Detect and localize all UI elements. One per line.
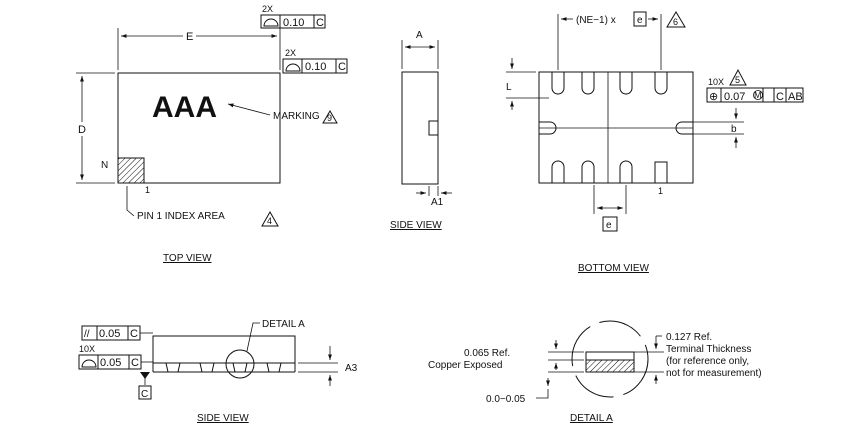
side-view-b-terminals [165,362,282,373]
fcf-profile-value: 0.05 [100,357,121,369]
bottom-fcf-modifier-circle [753,90,763,100]
top-view-marking-text: AAA [152,91,217,124]
terminal-note-line2: not for measurement) [666,368,762,379]
top-view-title: TOP VIEW [163,253,212,264]
dim-d-label: D [78,124,86,136]
dim-n-label: N [101,160,108,171]
fcf-profile-count: 10X [79,344,95,354]
copper-label: Copper Exposed [428,360,503,371]
side-view-b: DETAIL A A3 // 0.05 C 10X 0.05 C [78,319,358,424]
bottom-fcf-frame [706,87,804,103]
bottom-view-pitch-label: (NE−1) x [576,15,616,26]
dim-a-label: A [416,30,423,41]
detail-a-title: DETAIL A [570,413,613,424]
detail-a-circle [571,320,649,398]
pin1-note-triangle [261,210,279,227]
fcf-right-frame [282,58,348,74]
fcf-profile-frame [78,354,142,370]
bottom-view-pin-one: 1 [658,186,663,196]
marking-label: MARKING [273,111,320,122]
side-view-b-title: SIDE VIEW [197,413,249,424]
dim-a3-label: A3 [345,363,358,374]
side-view-b-body [152,335,296,364]
dim-b-label: b [731,124,737,135]
detail-a-leader [246,322,260,352]
range-label: 0.0−0.05 [486,394,526,405]
copper-value: 0.065 Ref. [464,348,510,359]
bottom-view-pitch-box-text: e [637,15,643,26]
bottom-view-body-outline [538,71,694,184]
dim-e-box [602,216,618,232]
bottom-view-bottom-pads [551,160,668,184]
fcf-right-datum: C [338,61,346,73]
bottom-fcf-count: 10X [708,77,724,87]
pitch-note-triangle [666,11,686,28]
pin1-index-area [117,157,145,184]
top-view-body-outline [117,72,281,184]
pin1-index-label: PIN 1 INDEX AREA [137,211,225,222]
bottom-fcf-note-triangle [729,68,747,86]
top-view: AAA MARKING 9 E D N 1 PIN 1 INDEX AREA 4… [76,4,348,264]
bottom-fcf-symbol: ⊕ [709,91,718,103]
fcf-parallel-value: 0.05 [99,328,120,340]
bottom-view-top-pads [551,72,668,95]
fcf-right-value: 0.10 [305,61,326,73]
datum-c-triangle [140,372,150,379]
fcf-top-datum: C [316,17,324,29]
side-view-a-body [401,71,439,185]
terminal-note-line1: (for reference only, [666,356,749,367]
fcf-profile-datum: C [131,357,139,369]
terminal-label: Terminal Thickness [666,344,751,355]
detail-a-copper [585,359,635,373]
pin1-note-number: 4 [267,216,272,226]
bottom-fcf-datum1: C [776,91,784,103]
top-view-pin-one: 1 [145,185,150,195]
bottom-view-title: BOTTOM VIEW [578,263,649,274]
marking-leader [227,103,271,116]
side-view-a: A A1 SIDE VIEW [390,30,452,231]
fcf-top-count: 2X [262,4,273,14]
bottom-view-side-pads [539,121,693,135]
side-view-a-title: SIDE VIEW [390,220,442,231]
marking-note-triangle [322,110,338,124]
detail-a: 0.127 Ref. Terminal Thickness (for refer… [428,320,762,424]
detail-a-callout-label: DETAIL A [262,319,305,330]
fcf-parallel-datum: C [130,328,138,340]
dim-l-label: L [506,82,512,93]
dim-e-label: E [186,31,193,43]
dim-e-box-text: e [606,220,612,231]
bottom-fcf-note-number: 5 [735,75,740,85]
bottom-view: 1 (NE−1) x e 6 L b e 10X 5 [506,11,804,274]
fcf-top-frame [260,14,326,29]
datum-c-label: C [141,389,148,400]
fcf-right-count: 2X [285,48,296,58]
fcf-parallel-symbol: // [84,329,90,340]
fcf-parallel-frame [81,325,141,341]
detail-a-callout-circle [225,349,255,379]
marking-note-number: 9 [327,113,332,123]
datum-c-box [138,385,152,400]
bottom-view-pitch-box [633,11,647,27]
detail-a-terminal [585,351,635,361]
bottom-fcf-value: 0.07 [724,91,745,103]
terminal-value: 0.127 Ref. [666,332,712,343]
fcf-top-value: 0.10 [283,17,304,29]
side-view-a-terminal [428,120,439,136]
pin1-leader [126,186,135,217]
dim-a1-label: A1 [431,197,444,208]
pitch-note-number: 6 [673,17,678,27]
bottom-fcf-modifier: M [754,90,762,100]
bottom-fcf-datum2: AB [788,91,803,103]
